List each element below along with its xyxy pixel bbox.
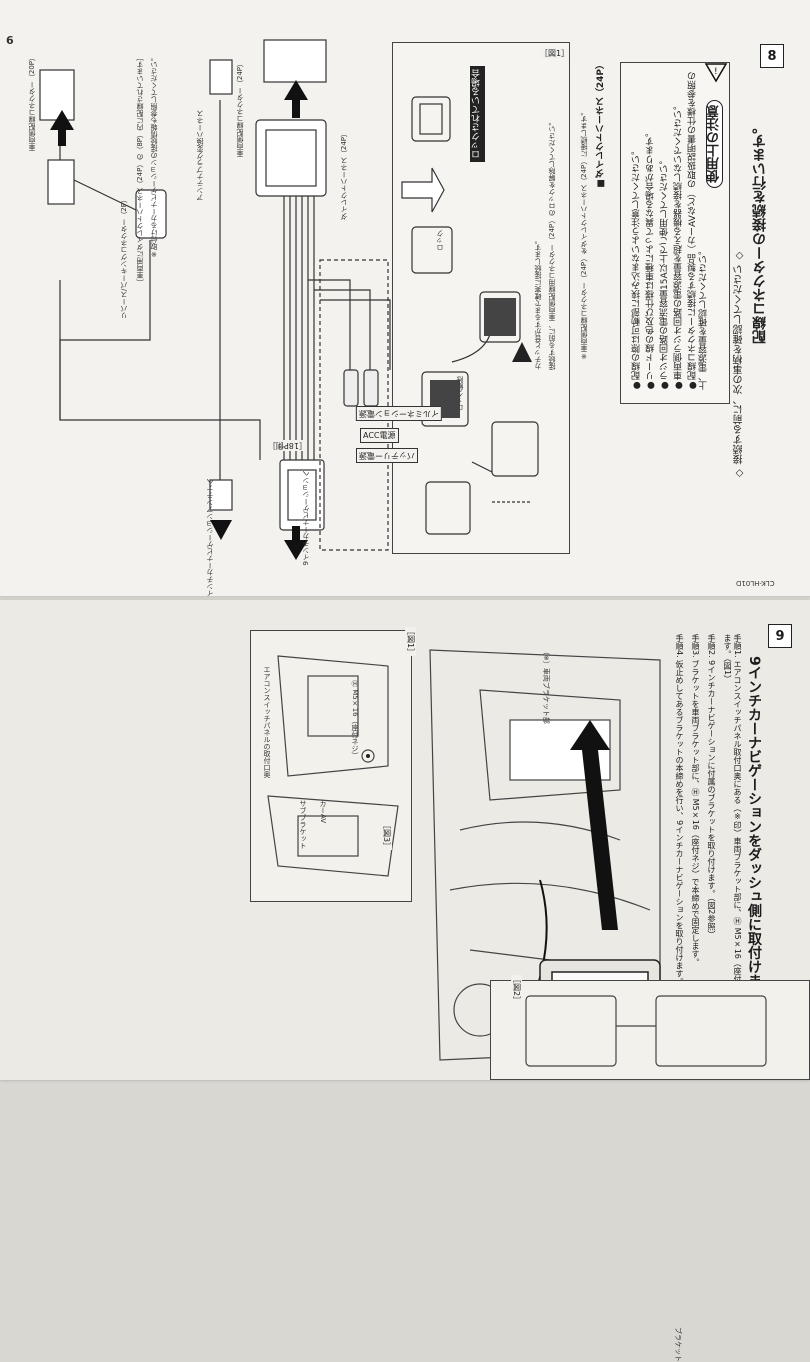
caution-line-5: ●配線の際は可動部に挟み込まないよう注意してください。 xyxy=(632,146,642,390)
label-illumination: イルミネーション電源 xyxy=(356,406,442,421)
label-battery: バッテリー電源 xyxy=(356,448,418,463)
label-reverse-connector: リバース/パーキングコネクター（2P） xyxy=(120,196,128,320)
caution-line-1: ●配線コネクターに接続する製品（カーAVなど）の取扱説明書の仕様を参照の上、電源… xyxy=(688,71,709,390)
figure-2-box xyxy=(490,980,810,1080)
manual-page-8: 8 6 配線コネクターの接続を行います。 ◇ 接続する前に、次の事柄を確認してく… xyxy=(0,0,810,602)
caution-line-3: ●ラジオ回路の電流容量15A以上でご使用してください。 xyxy=(660,155,670,390)
label-car-av: カーAV xyxy=(319,800,327,824)
figure-1-label: ［図1］ xyxy=(540,48,570,59)
caution-line-2: ●車両側ラジオ回路の電源容量を超える機器を接続しないでください。 xyxy=(674,101,684,390)
page-number-left: 6 xyxy=(6,34,14,47)
step-2: 手順2. 9インチカーナビゲーションに付属のブラケットを取り付けます。（図2参照… xyxy=(707,634,716,939)
model-code: CLK-HL01D xyxy=(736,579,775,587)
bottom-note-1: ※取付けるカーナビゲーションの接続情報も参照してください。 xyxy=(150,54,158,258)
label-screw: Ⓗ M5×16（座付ネジ） xyxy=(351,680,359,759)
label-vehicle-20p: 車両側配線コネクター（20P） xyxy=(28,54,36,152)
notice-text: ◇ 接続する前に、次の事柄を確認してください ◇ xyxy=(734,250,745,479)
label-acc: ACC電源 xyxy=(360,428,399,443)
step-4: 手順4. 仮止めしてあるブラケットの本締めを行い、9インチカーナビゲーションを取… xyxy=(675,634,684,986)
figure-2-drawing xyxy=(525,995,767,1067)
label-18p: ［18P側］ xyxy=(268,440,308,451)
label-navi: 9インチカーナビゲーションへ xyxy=(302,470,310,566)
label-sub-bracket: サブブラケット xyxy=(299,800,307,849)
label-vehicle-side-connector: 車両側配線コネクター（24P） xyxy=(236,60,244,158)
label-antenna-to: 9インチカーナビゲーションアンテナへ xyxy=(206,478,214,602)
figure-1-drawing xyxy=(401,96,539,535)
figure-1-bracket-drawing xyxy=(267,655,399,877)
wiring-diagram xyxy=(39,39,391,560)
svg-text:!: ! xyxy=(714,67,718,77)
label-antenna-harness: アンテナプラグ変換ハーネス xyxy=(196,110,204,201)
label-direct-harness: ダイレクトハーネス（24P） xyxy=(340,130,348,221)
bottom-note-2: ［車両用にダイレクトハーネス（24P）の（8P）内に配線されています］ xyxy=(136,54,144,286)
label-bracket: ブラケット xyxy=(674,1327,682,1362)
page-title: 配線コネクターの接続を行います。 xyxy=(752,120,768,344)
label-aircon: エアコンスイッチパネルの取付口奥 xyxy=(263,666,271,778)
label-vehicle-bracket: （※）車両ブラケット部 xyxy=(542,648,550,724)
caution-line-4: ●リード線の色及び仕様は車種によって異なる場合があります。 xyxy=(646,128,656,390)
page-9-title: 9インチカーナビゲーションをダッシュ側に取付けます。 xyxy=(746,656,762,1016)
page9-fig1-label: ［図1］ xyxy=(405,626,417,657)
step-1: 手順1. エアコンスイッチパネル取付口奥にある（※印）車両ブラケット部に、Ⓗ M… xyxy=(723,634,742,1071)
page9-fig3-label: ［図3］ xyxy=(381,820,393,851)
page-number-8: 8 xyxy=(760,44,784,68)
harness-note: ※車両側配線コネクター（24P）をダイレクトハーネス（24P）に接続します。 xyxy=(580,108,588,360)
page-number-9: 9 xyxy=(768,624,792,648)
step-3: 手順3. ブラケットを車両ブラケット部に、Ⓗ M5×16（座付ネジ）で本締めで固… xyxy=(691,634,700,966)
harness-heading: ■ダイレクトハーネス（24P） xyxy=(596,60,606,189)
manual-page-9: 9 9インチカーナビゲーションをダッシュ側に取付けます。 手順1. エアコンスイ… xyxy=(0,600,810,1362)
